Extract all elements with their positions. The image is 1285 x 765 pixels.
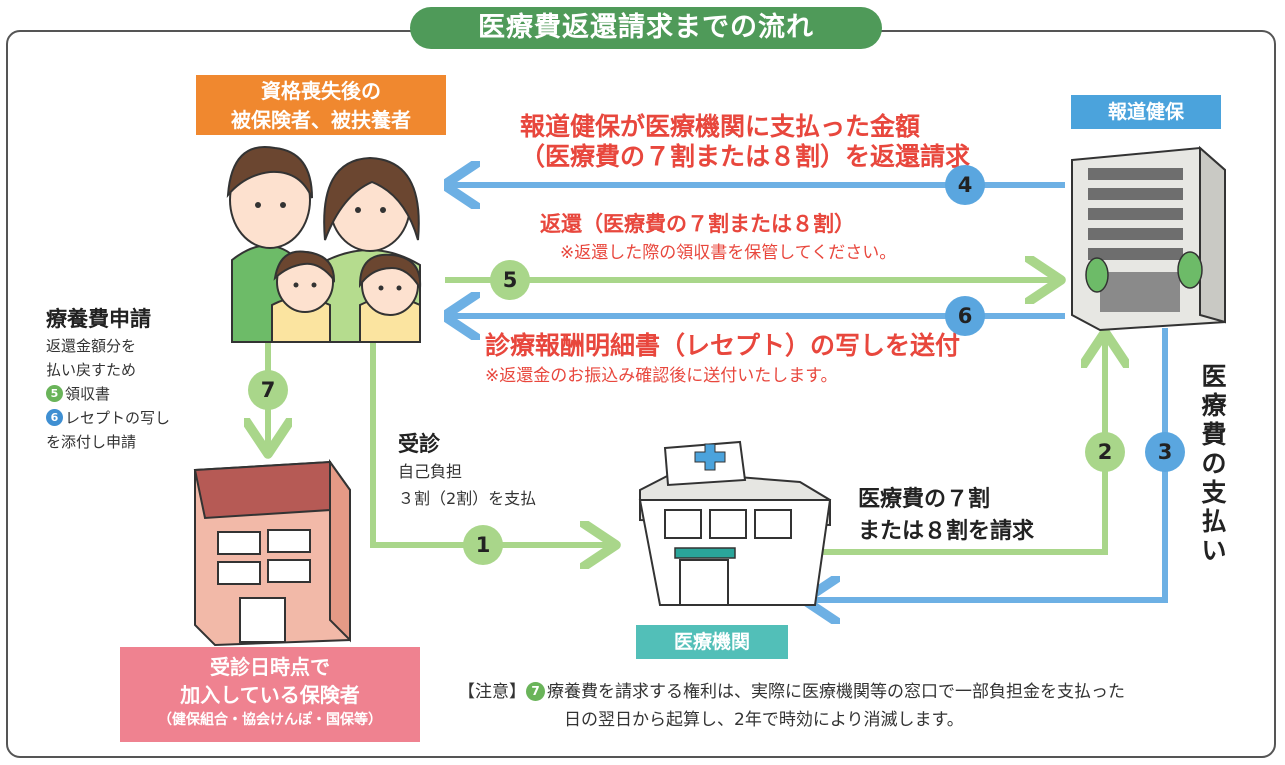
insurer-building-illustration [1071, 145, 1226, 332]
step6-text: 診療報酬明細書（レセプト）の写しを送付 [485, 331, 961, 360]
step1-text: 自己負担 ３割（2割）を支払 [398, 462, 537, 508]
step3-vertical-text: 医療費の支払い [1201, 362, 1227, 565]
arrow-2 [795, 338, 1105, 555]
former-insured-label: 資格喪失後の 被保険者、被扶養者 [196, 75, 446, 135]
hospital-label: 医療機関 [636, 625, 788, 659]
badge-7: 7 [526, 682, 545, 701]
step5-text: 返還（医療費の７割または８割） [540, 212, 855, 236]
step-number-3: 3 [1145, 432, 1185, 472]
badge-5: 5 [46, 385, 63, 402]
step-number-1: 1 [463, 525, 503, 565]
arrow-1 [370, 342, 610, 545]
step5-note: ※返還した際の領収書を保管してください。 [560, 243, 897, 263]
hospital-illustration [638, 440, 832, 606]
diagram-title: 医療費返還請求までの流れ [410, 7, 882, 49]
badge-6: 6 [46, 409, 63, 426]
family-illustration [226, 140, 444, 343]
step-number-4: 4 [945, 165, 985, 205]
other-insurer-building-illustration [193, 458, 351, 647]
arrow-3 [810, 328, 1168, 600]
current-insurer-label: 受診日時点で 加入している保険者 （健保組合・協会けんぽ・国保等） [120, 647, 420, 742]
step2-text: 医療費の７割 または８割を請求 [858, 487, 1035, 544]
step4-text: 報道健保が医療機関に支払った金額 （医療費の７割または８割）を返還請求 [520, 112, 971, 171]
step6-note: ※返還金のお振込み確認後に送付いたします。 [485, 366, 838, 386]
insurer-label: 報道健保 [1071, 95, 1221, 129]
step-number-2: 2 [1085, 432, 1125, 472]
step-number-6: 6 [945, 296, 985, 336]
step-number-7: 7 [248, 370, 288, 410]
step1-heading: 受診 [398, 432, 440, 456]
step-number-5: 5 [490, 260, 530, 300]
